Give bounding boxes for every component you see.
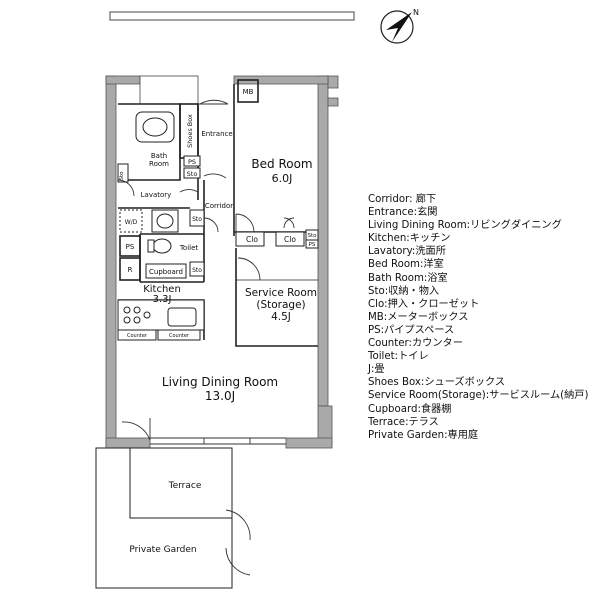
legend-item: Sto:収納・物入: [368, 285, 440, 297]
north-label: N: [413, 8, 419, 17]
toilet-label: Toilet: [179, 244, 199, 252]
legend-item: J:畳: [368, 364, 385, 376]
shoes-box-label: Shoes Box: [186, 114, 194, 148]
terrace-label: Terrace: [168, 481, 202, 491]
legend-item: Shoes Box:シューズボックス: [368, 377, 506, 389]
legend-item: Service Room(Storage):サービスルーム(納戸): [368, 390, 589, 402]
legend-item: Clo:押入・クローゼット: [368, 298, 480, 310]
legend-item: Lavatory:洗面所: [368, 246, 446, 258]
ps-label-3: PS: [309, 242, 316, 248]
legend-item: Corridor: 廊下: [368, 194, 437, 205]
garden-label: Private Garden: [129, 545, 196, 555]
service-room-size: 4.5J: [271, 311, 291, 323]
clo-label-2: Clo: [284, 235, 296, 244]
ps-label-2: PS: [126, 243, 135, 251]
sliding-window: [150, 437, 286, 445]
kitchen-name: Kitchen: [143, 284, 181, 295]
sto-label-1: Sto: [187, 170, 198, 178]
legend-item: Cupboard:食器棚: [368, 403, 452, 415]
legend-item: Terrace:テラス: [368, 416, 439, 428]
bed-room-size: 6.0J: [272, 172, 293, 185]
bath-label-2: Room: [149, 160, 169, 168]
legend-item: Entrance:玄関: [368, 207, 438, 219]
legend-item: Toilet:トイレ: [368, 351, 429, 363]
legend-item: PS:パイプスペース: [368, 324, 455, 336]
legend-item: MB:メーターボックス: [368, 311, 469, 323]
door-swings: [117, 99, 295, 576]
terrace-garden: [95, 447, 233, 589]
clo-label-1: Clo: [246, 235, 258, 244]
ps-label-1: PS: [188, 158, 196, 166]
sto-label-3: Sto: [192, 216, 202, 223]
north-arrow-icon: N: [380, 8, 419, 44]
cupboard-label: Cupboard: [149, 268, 183, 276]
legend-item: Counter:カウンター: [368, 338, 463, 350]
corridor-label: Corridor: [205, 202, 233, 210]
sto-label-4: Sto: [192, 267, 202, 274]
living-name: Living Dining Room: [162, 375, 278, 389]
legend-item: Kitchen:キッチン: [368, 233, 451, 245]
outer-walls: [105, 75, 339, 449]
sto-label-2: Sto: [119, 171, 125, 181]
room-labels: Bed Room 6.0J Service Room (Storage) 4.5…: [119, 88, 317, 555]
counter-label-2: Counter: [169, 333, 190, 339]
kitchen-size: 3.3J: [153, 294, 172, 305]
legend-item: Living Dining Room:リビングダイニング: [368, 220, 562, 232]
counter-label-1: Counter: [127, 333, 148, 339]
sto-label-5: Sto: [307, 233, 317, 239]
legend-item: Bed Room:洋室: [368, 259, 444, 271]
bed-room-name: Bed Room: [251, 157, 312, 171]
legend-item: Private Garden:専用庭: [368, 429, 479, 441]
bath-label-1: Bath: [151, 152, 167, 160]
service-room-name: Service Room: [245, 287, 317, 299]
interior-walls: [118, 79, 318, 347]
r-label: R: [128, 266, 133, 274]
fixtures: [117, 111, 319, 341]
mb-label: MB: [243, 88, 254, 96]
living-size: 13.0J: [205, 389, 235, 403]
legend-item: Bath Room:浴室: [368, 272, 448, 284]
service-room-sub: (Storage): [256, 299, 305, 311]
entrance-label: Entrance: [201, 130, 232, 138]
lavatory-label: Lavatory: [141, 191, 172, 199]
top-scale-bar: [109, 11, 355, 21]
wd-label: W/D: [125, 219, 138, 226]
